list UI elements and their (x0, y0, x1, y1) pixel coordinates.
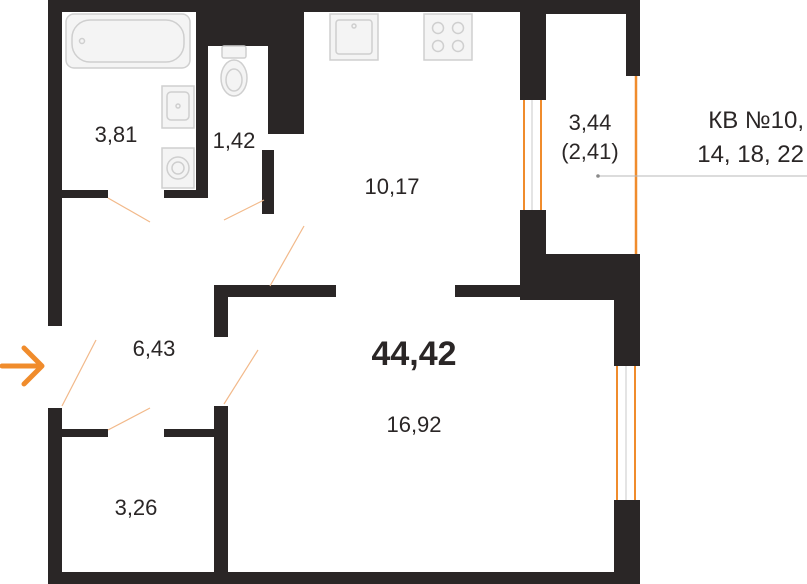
windows (522, 76, 640, 500)
walls (48, 0, 640, 584)
toilet-bowl (220, 45, 248, 97)
bathroom-area: 3,81 (95, 122, 138, 147)
kitchen-sink (329, 13, 379, 61)
apartment-label-line2: 14, 18, 22 (697, 141, 804, 168)
bathtub (65, 13, 191, 69)
living-room-window (614, 366, 640, 500)
balcony-outer-window (630, 76, 640, 254)
balcony-leader (596, 174, 807, 178)
arrow-right-icon (0, 345, 45, 387)
balcony-reduced-area: (2,41) (561, 139, 618, 164)
storage-area: 3,26 (115, 495, 158, 520)
balcony-area: 3,44 (569, 110, 612, 135)
kitchen-area: 10,17 (364, 174, 419, 199)
hallway-area: 6,43 (133, 336, 176, 361)
washing-machine (161, 147, 195, 189)
balcony-window (522, 100, 544, 210)
apartment-label-line1: КВ №10, (708, 107, 804, 134)
total-area: 44,42 (371, 335, 456, 373)
toilet-area: 1,42 (213, 128, 256, 153)
bathroom-sink (161, 85, 195, 129)
doors (61, 197, 305, 431)
stove (423, 13, 473, 61)
living-room-area: 16,92 (386, 412, 441, 437)
